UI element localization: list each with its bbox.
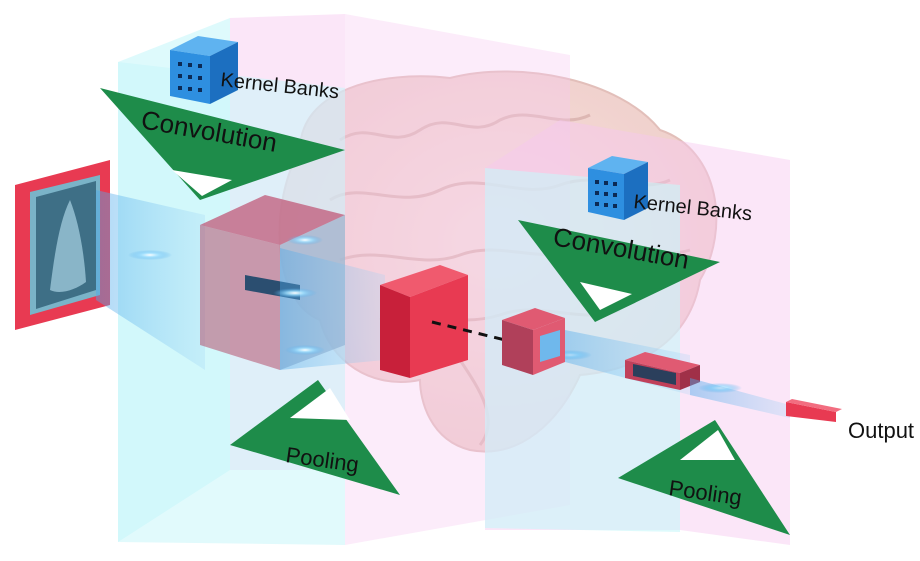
output-label: Output: [848, 418, 914, 443]
stage1-pooling-block: Pooling: [230, 380, 400, 495]
feature-map-cube-3: [502, 308, 565, 375]
kernel-bank-cube: [588, 156, 648, 220]
feature-map-cube-2: [380, 265, 468, 378]
stage2-pooling-block: Pooling: [618, 420, 790, 535]
kernel-bank-cube: [170, 36, 238, 104]
beam-to-output: [690, 378, 790, 418]
input-image-frame: [15, 160, 110, 330]
output-vector: [786, 399, 842, 422]
dashed-connector: [431, 320, 506, 342]
beam-input-to-conv: [96, 190, 205, 370]
beam-conv-to-pool: [280, 248, 385, 370]
